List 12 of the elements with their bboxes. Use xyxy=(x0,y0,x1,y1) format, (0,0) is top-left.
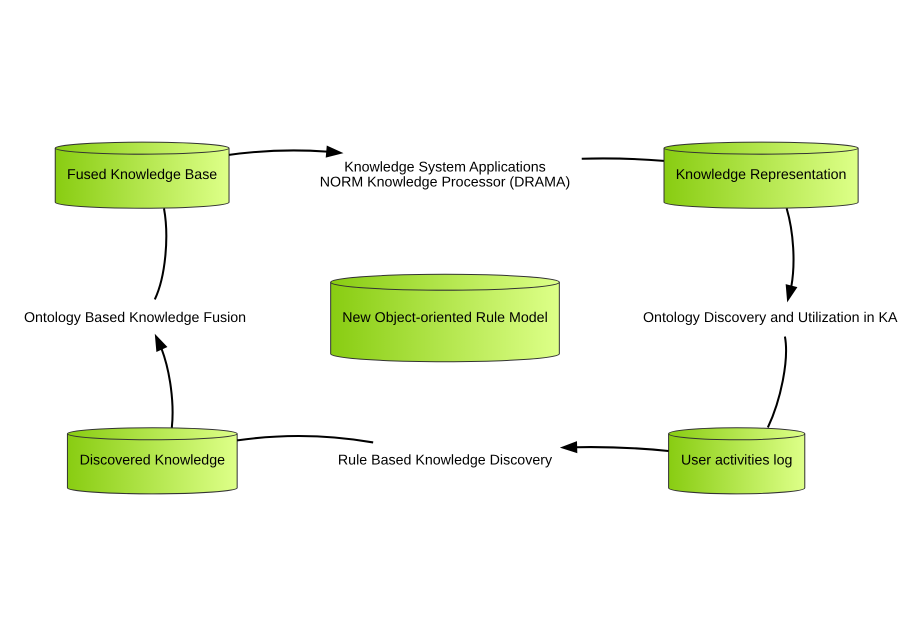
arrow xyxy=(559,440,668,453)
connector xyxy=(153,208,167,300)
node-text: Ontology Discovery and Utilization in KA xyxy=(642,309,897,326)
node-text: Ontology Based Knowledge Fusion xyxy=(23,309,246,326)
arrow xyxy=(154,333,174,428)
node-text: Rule Based Knowledge Discovery xyxy=(337,452,552,468)
connector xyxy=(581,156,664,162)
connector xyxy=(766,336,787,428)
arrow xyxy=(785,208,797,302)
arrow xyxy=(228,145,343,158)
connector xyxy=(236,434,373,443)
node-text: Knowledge System Applications NORM Knowledge Processor (DRAMA) xyxy=(319,158,570,190)
